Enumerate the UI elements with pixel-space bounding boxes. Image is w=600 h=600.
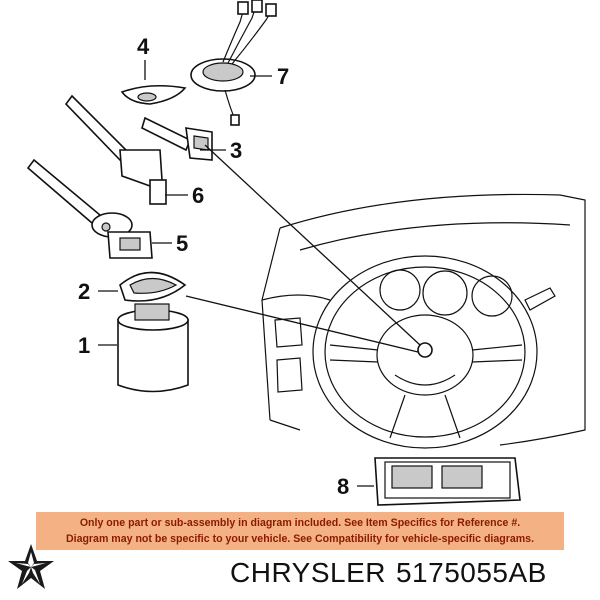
disclaimer-banner: Only one part or sub-assembly in diagram…: [36, 512, 564, 550]
part-8-switch-bezel: [374, 457, 521, 506]
leader-lines: [98, 60, 421, 487]
callout-3: 3: [230, 138, 242, 163]
chrysler-pentastar-logo-icon: [8, 544, 54, 589]
callout-7: 7: [277, 64, 289, 89]
part-7-clock-spring: [190, 0, 277, 126]
dashboard-illustration: [261, 193, 586, 446]
disclaimer-line-1: Only one part or sub-assembly in diagram…: [79, 517, 521, 529]
callout-labels: 1 2 3 4 5 6 7 8: [78, 34, 349, 499]
part-5-multifunction-switch: [26, 158, 153, 259]
brand-name: CHRYSLER: [230, 557, 386, 588]
callout-4: 4: [137, 34, 150, 59]
parts-diagram: 1 2 3 4 5 6 7 8: [26, 0, 586, 506]
callout-2: 2: [78, 279, 90, 304]
part-4-cover: [120, 84, 187, 105]
callout-1: 1: [78, 333, 90, 358]
callout-5: 5: [176, 231, 188, 256]
part-2-switch-plate: [119, 271, 187, 302]
callout-8: 8: [337, 474, 349, 499]
callout-6: 6: [192, 183, 204, 208]
part-1-column-housing: [117, 303, 189, 393]
part-6-turn-signal-switch: [64, 94, 167, 205]
part-identifier: CHRYSLER 5175055AB: [230, 555, 590, 591]
part-number: 5175055AB: [395, 557, 547, 588]
steering-wheel-illustration: [312, 255, 538, 449]
disclaimer-line-2: Diagram may not be specific to your vehi…: [65, 533, 535, 545]
part-3-wiper-switch: [141, 116, 213, 161]
